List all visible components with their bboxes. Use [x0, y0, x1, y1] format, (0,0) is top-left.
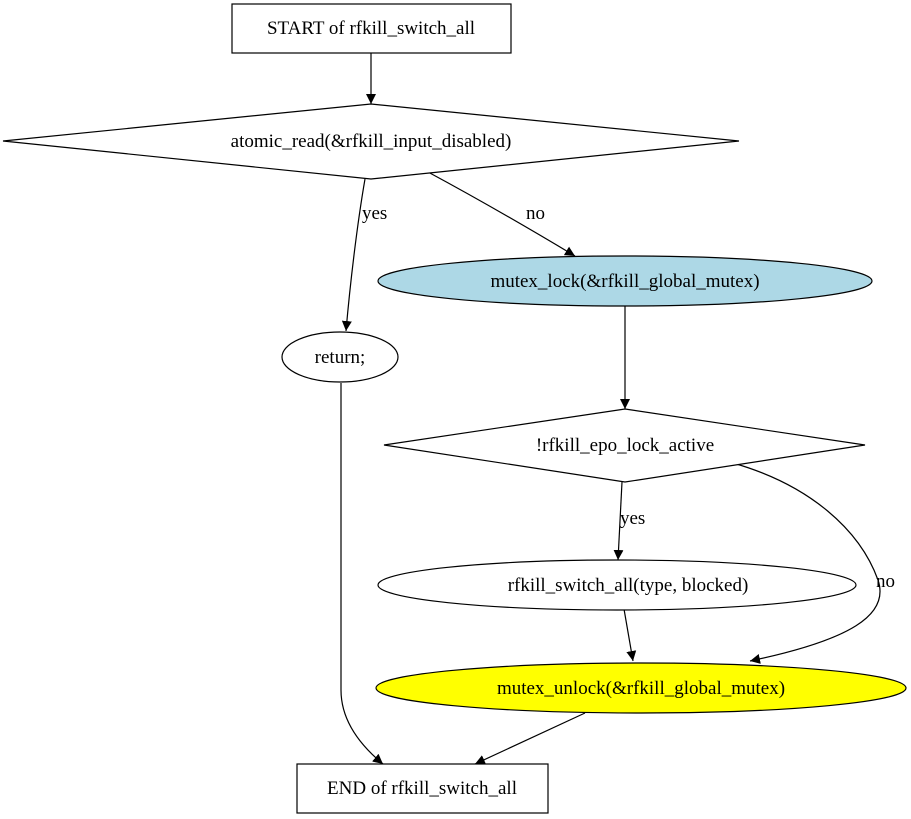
node-switch-all-label: rfkill_switch_all(type, blocked)	[508, 575, 749, 596]
edge-label-epo-yes: yes	[620, 508, 645, 529]
node-check-disabled: atomic_read(&rfkill_input_disabled)	[2, 103, 740, 180]
node-start-box	[231, 3, 512, 54]
node-check-disabled-diamond	[2, 103, 740, 180]
node-return-ellipse	[281, 331, 399, 383]
node-start-label: START of rfkill_switch_all	[267, 18, 475, 39]
edge-mutex-unlock-to-end	[474, 712, 586, 765]
node-end-label: END of rfkill_switch_all	[327, 778, 517, 799]
node-mutex-unlock: mutex_unlock(&rfkill_global_mutex)	[375, 662, 907, 714]
edge-check-epo-yes	[613, 481, 624, 561]
edge-return-to-end	[340, 383, 384, 765]
node-return: return;	[281, 331, 399, 383]
node-return-label: return;	[315, 347, 366, 368]
edge-label-disabled-no: no	[526, 203, 545, 224]
nodes: START of rfkill_switch_all atomic_read(&…	[2, 3, 907, 814]
edge-check-epo-no	[732, 462, 881, 664]
node-switch-all: rfkill_switch_all(type, blocked)	[377, 559, 857, 611]
node-check-epo: !rfkill_epo_lock_active	[383, 408, 866, 483]
node-mutex-lock-ellipse	[377, 255, 873, 307]
edge-check-disabled-yes	[341, 178, 366, 332]
node-check-disabled-label: atomic_read(&rfkill_input_disabled)	[231, 131, 512, 152]
node-check-epo-diamond	[383, 408, 866, 483]
node-start: START of rfkill_switch_all	[231, 3, 512, 54]
node-end-box	[296, 763, 549, 814]
node-mutex-unlock-ellipse	[375, 662, 907, 714]
edge-label-epo-no: no	[876, 571, 895, 592]
edge-check-disabled-no	[427, 171, 576, 257]
node-mutex-lock-label: mutex_lock(&rfkill_global_mutex)	[490, 271, 759, 292]
edges: yes no yes no	[340, 53, 895, 765]
node-end: END of rfkill_switch_all	[296, 763, 549, 814]
edge-switch-all-to-mutex-unlock	[623, 608, 637, 662]
node-switch-all-ellipse	[377, 559, 857, 611]
node-check-epo-label: !rfkill_epo_lock_active	[536, 435, 714, 456]
node-mutex-unlock-label: mutex_unlock(&rfkill_global_mutex)	[497, 678, 785, 699]
node-mutex-lock: mutex_lock(&rfkill_global_mutex)	[377, 255, 873, 307]
edge-label-disabled-yes: yes	[362, 203, 387, 224]
